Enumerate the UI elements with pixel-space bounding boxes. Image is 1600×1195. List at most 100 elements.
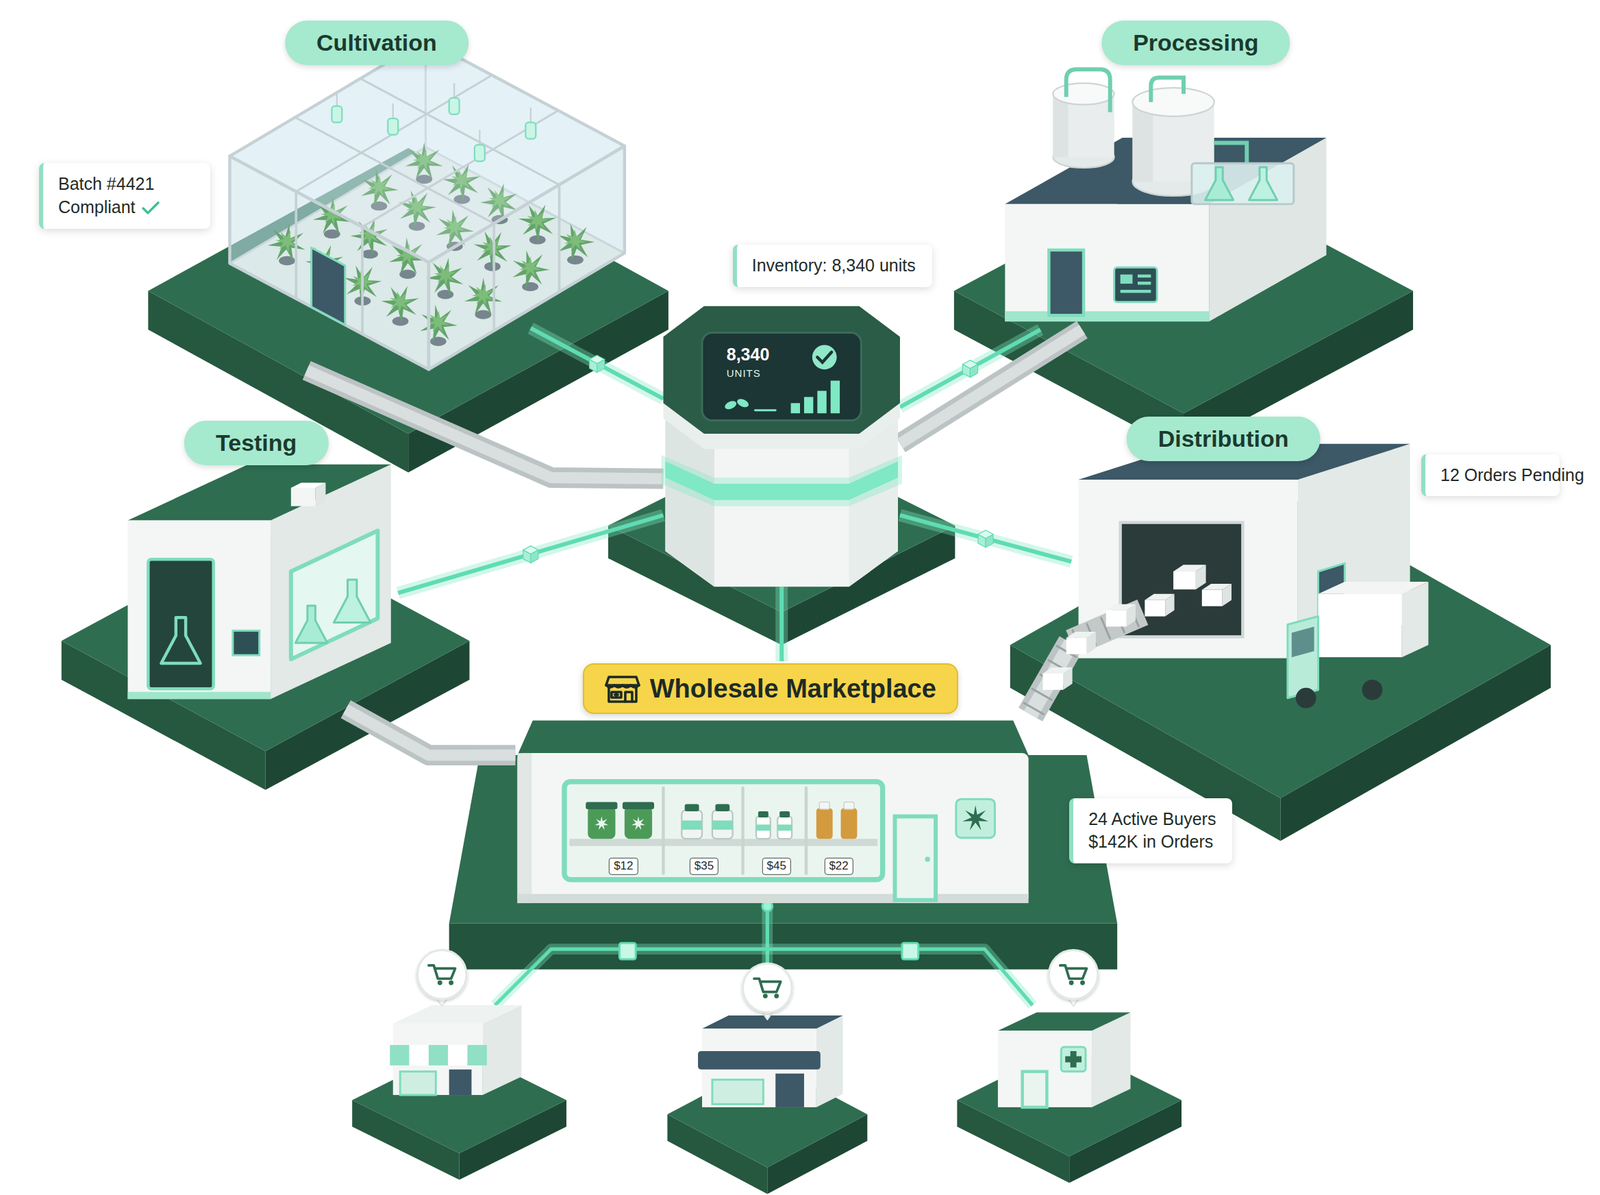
truck-cab xyxy=(1287,616,1319,698)
market-front xyxy=(517,752,1029,903)
parcel-front xyxy=(1173,571,1196,590)
status-callout: 12 Orders Pending xyxy=(1421,454,1560,497)
data-cube xyxy=(962,360,978,378)
cart-wheel xyxy=(763,993,768,998)
data-cube xyxy=(589,354,605,372)
store-icon-stroke xyxy=(608,687,637,702)
price-tag: $35 xyxy=(689,857,719,874)
inventory-count: 8,340 xyxy=(726,344,770,364)
flask-symbol xyxy=(295,605,327,643)
flask-symbol xyxy=(1249,167,1278,200)
conveyor-connector xyxy=(345,708,516,755)
store-icon-stroke xyxy=(606,684,640,687)
retail-store-roof xyxy=(393,1004,522,1024)
bottle-cap xyxy=(715,804,730,811)
glow-line xyxy=(767,948,1033,1005)
light-cord xyxy=(336,91,338,107)
vial-label xyxy=(756,823,771,831)
store-door xyxy=(449,1069,472,1095)
jar-lid xyxy=(585,802,618,809)
data-link xyxy=(779,586,784,661)
check-icon xyxy=(141,200,161,216)
conveyor-connector xyxy=(306,370,664,479)
grow-light xyxy=(525,122,536,140)
lab-door xyxy=(147,558,214,689)
pharmacy-sign xyxy=(1060,1046,1086,1072)
grow-light xyxy=(331,106,342,123)
parcel-front xyxy=(1066,637,1087,655)
cart-icon xyxy=(1060,965,1087,979)
callout-text: Inventory: 8,340 units xyxy=(752,254,916,278)
callout-text: 12 Orders Pending xyxy=(1440,463,1544,487)
store-icon-stroke xyxy=(614,693,618,697)
data-cube xyxy=(978,530,994,548)
store-window xyxy=(712,1079,764,1105)
building-trim xyxy=(128,691,272,699)
cart-bubble xyxy=(417,950,467,999)
price-tag: $12 xyxy=(608,857,638,874)
bar xyxy=(791,402,800,414)
leaf-icon xyxy=(723,399,738,411)
shop-window xyxy=(564,781,883,880)
station-area: Distribution xyxy=(1071,413,1418,704)
parcel-roof xyxy=(1173,564,1207,572)
conveyor-surface xyxy=(345,708,516,755)
greenhouse-mullion xyxy=(558,184,561,292)
product-jar xyxy=(587,806,616,840)
tank-top xyxy=(1132,87,1215,117)
truck-wheel xyxy=(1295,687,1317,709)
greenhouse-mullion xyxy=(360,226,364,334)
bar xyxy=(804,396,814,414)
store-window xyxy=(400,1071,436,1095)
cart-bubble xyxy=(743,963,792,1012)
truck-body-roof xyxy=(1318,581,1429,594)
station-label: Processing xyxy=(1101,20,1290,66)
panel-line xyxy=(1120,289,1152,293)
check-mark xyxy=(143,202,159,214)
processing-building-front xyxy=(1004,204,1209,322)
label-pill-holder: Cultivation xyxy=(284,20,469,66)
leaf-icon xyxy=(631,815,646,830)
retail-store-front xyxy=(997,1030,1092,1107)
control-panel xyxy=(232,630,260,655)
data-cube xyxy=(902,942,919,959)
panel-line xyxy=(1137,274,1151,278)
glow-line xyxy=(767,948,1033,1005)
hub-cap xyxy=(663,306,900,434)
light-cord xyxy=(453,83,455,98)
cross-symbol xyxy=(1065,1055,1082,1062)
cube-face xyxy=(589,354,605,364)
pipe xyxy=(1066,69,1111,113)
hub-screen xyxy=(702,332,861,421)
price-tag-holder: $45 xyxy=(762,857,792,874)
grow-light xyxy=(474,144,485,161)
screen-text-holder: 8,340 xyxy=(726,344,770,365)
belt-roller xyxy=(1032,688,1052,700)
price-tag: $22 xyxy=(823,857,853,874)
glow-line xyxy=(765,906,770,964)
data-link xyxy=(900,329,1041,407)
data-link xyxy=(530,328,664,399)
cube-face xyxy=(523,545,539,555)
bar xyxy=(830,380,840,414)
marketplace-label: Wholesale Marketplace xyxy=(582,663,959,714)
edge-glow xyxy=(900,515,1072,562)
parcel-front xyxy=(1042,673,1064,690)
lab-window xyxy=(291,530,379,659)
building-trim xyxy=(1004,310,1209,322)
parcel-roof xyxy=(1066,631,1096,638)
product-bottle xyxy=(712,810,733,840)
vial-label xyxy=(777,823,792,831)
grow-light xyxy=(387,118,398,135)
greenhouse-mullion xyxy=(362,110,559,227)
edge-glow xyxy=(775,586,788,661)
greenhouse-mullion xyxy=(492,223,496,331)
shelf-divider xyxy=(661,787,665,874)
status-callout: Batch #4421 Compliant xyxy=(39,163,211,229)
product-jar xyxy=(624,806,653,840)
hub-glow-band xyxy=(665,460,898,500)
station-area: Processing xyxy=(1004,18,1327,330)
screen-text-holder: UNITS xyxy=(726,367,761,380)
